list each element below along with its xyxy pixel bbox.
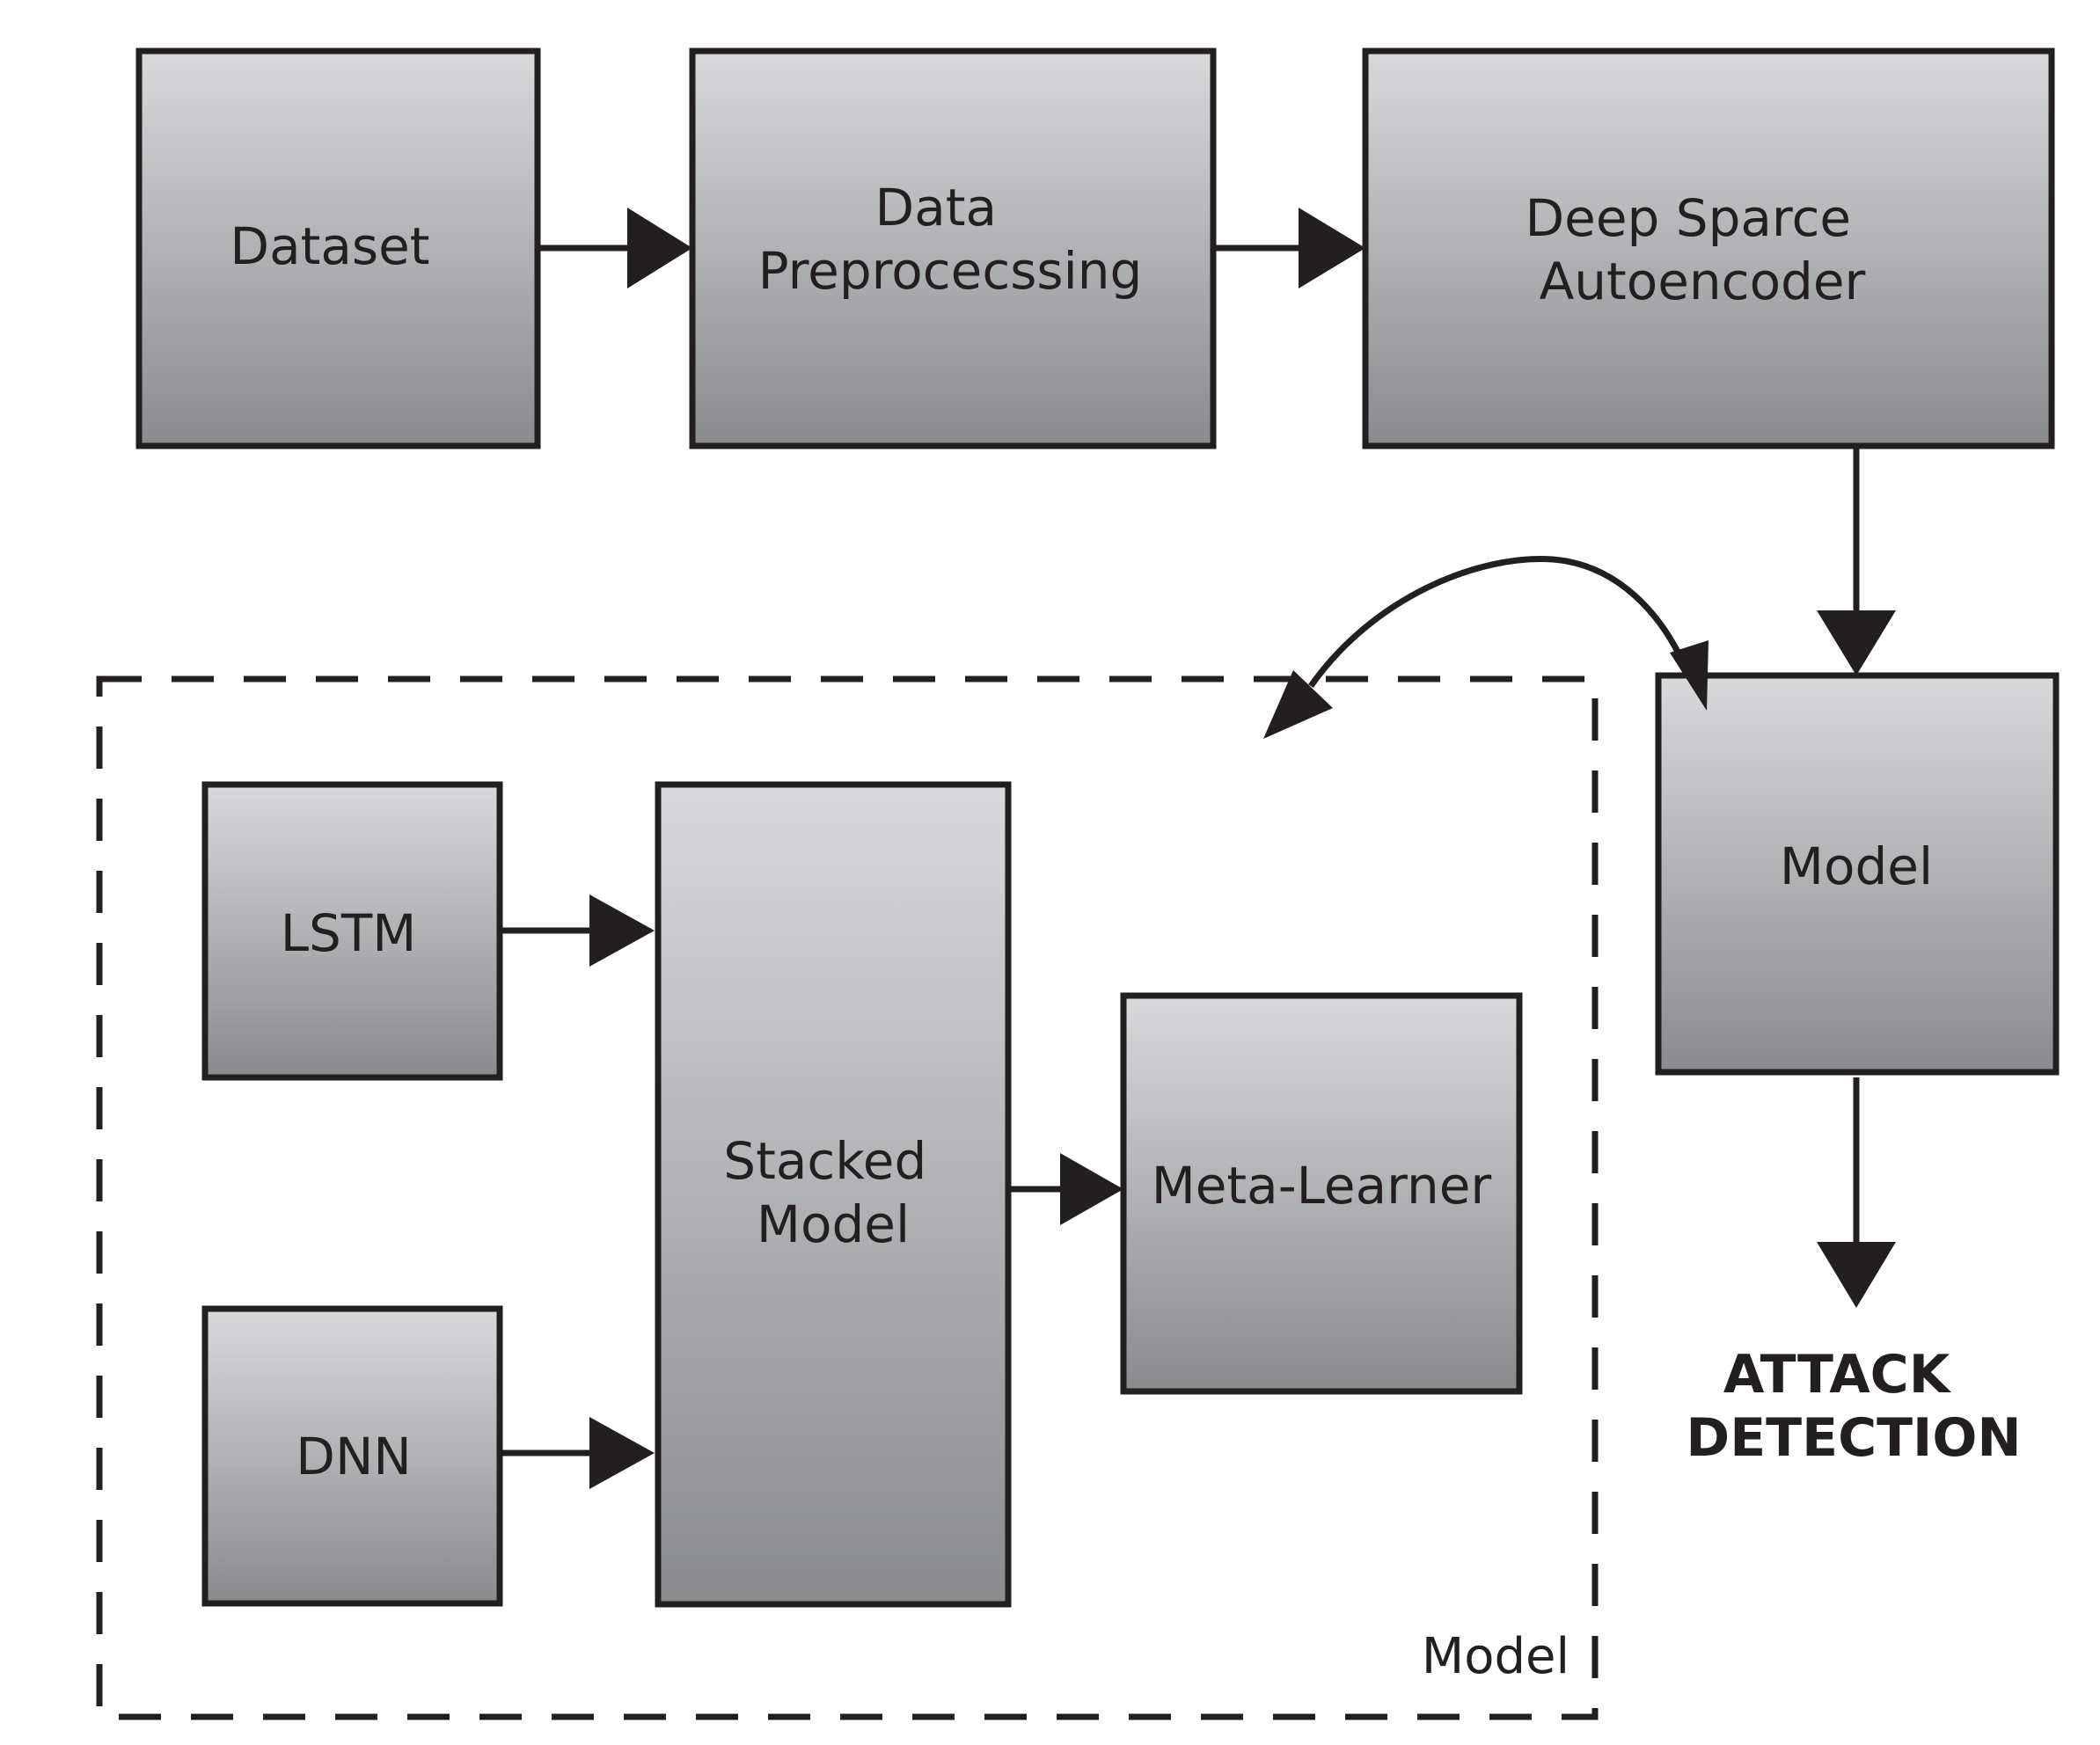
preprocessing-label-line1: Data (875, 178, 998, 237)
meta-learner-node: Meta-Learner (1120, 992, 1523, 1395)
dataset-label: Dataset (230, 216, 429, 276)
svg-text:Data Preprocecssing: Data Preprocecssing (758, 178, 1143, 301)
meta-learner-label: Meta-Learner (1152, 1156, 1492, 1216)
stacked-model-label-line1: Stacked (723, 1131, 926, 1191)
svg-text:Deep Sparce Autoencoder: Deep Sparce Autoencoder (1525, 188, 1867, 311)
arrow-preprocessing-to-autoencoder (1213, 208, 1365, 288)
stacked-model-label-line2: Model (757, 1194, 910, 1254)
arrow-autoencoder-to-model (1817, 446, 1896, 675)
cluster-boundary (96, 675, 1599, 1720)
curved-arrow-model-cluster (1263, 556, 1709, 739)
arrow-lstm-to-stacked-model (500, 894, 655, 967)
autoencoder-node: Deep Sparce Autoencoder (1362, 47, 2055, 449)
dataset-node: Dataset (135, 47, 541, 449)
model-node: Model (1655, 672, 2060, 1076)
attack-detection-label-line1: ATTACK (1723, 1344, 1952, 1405)
preprocessing-node: Data Preprocecssing (689, 47, 1217, 449)
arrow-dataset-to-preprocessing (538, 208, 692, 288)
cluster-label: Model (1422, 1628, 1570, 1685)
arrow-dnn-to-stacked-model (500, 1417, 655, 1489)
stacked-model-node: Stacked Model (655, 781, 1012, 1608)
arrow-stacked-to-meta-learner (1008, 1153, 1123, 1225)
autoencoder-label-line2: Autoencoder (1540, 252, 1866, 311)
dnn-label: DNN (296, 1427, 411, 1486)
autoencoder-label-line1: Deep Sparce (1525, 188, 1851, 248)
preprocessing-label-line2: Preprocecssing (758, 241, 1143, 301)
model-label: Model (1780, 836, 1933, 896)
lstm-label: LSTM (281, 903, 417, 963)
svg-text:ATTACK DETECTION: ATTACK DETECTION (1686, 1344, 2021, 1469)
arrow-model-to-attack-detection (1817, 1077, 1896, 1308)
dnn-node: DNN (201, 1305, 503, 1607)
svg-text:Stacked Model: Stacked Model (723, 1131, 942, 1254)
lstm-node: LSTM (201, 781, 503, 1081)
attack-detection-label-line2: DETECTION (1686, 1407, 2021, 1469)
